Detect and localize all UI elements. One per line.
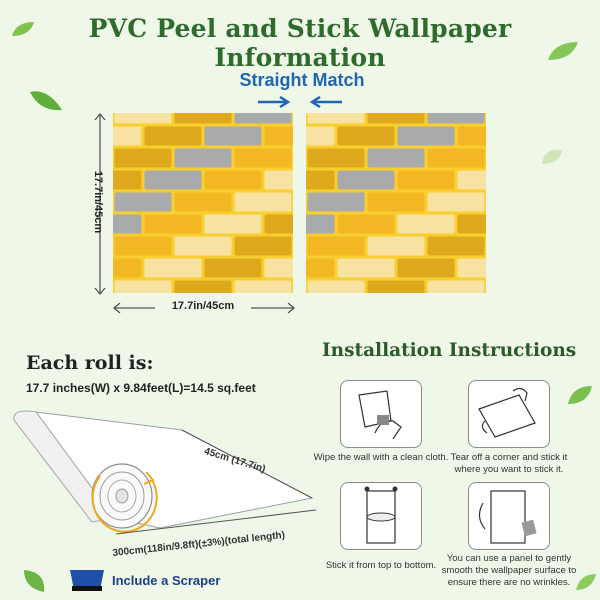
brick xyxy=(427,192,485,212)
brick xyxy=(234,113,292,124)
brick xyxy=(367,236,425,256)
roll-spec-text: 17.7 inches(W) x 9.84feet(L)=14.5 sq.fee… xyxy=(26,381,256,395)
brick xyxy=(234,236,292,256)
height-dimension-line xyxy=(94,112,106,296)
brick xyxy=(367,148,425,168)
roll-section-heading: Each roll is: xyxy=(26,352,154,374)
brick xyxy=(307,113,365,124)
wallpaper-roll-illustration xyxy=(13,410,317,535)
brick xyxy=(397,126,455,146)
leaf-decoration-right-mid xyxy=(542,149,562,164)
brick xyxy=(337,258,395,278)
step-1-text: Wipe the wall with a clean cloth. xyxy=(313,452,449,463)
brick xyxy=(174,280,232,293)
brick xyxy=(307,280,365,293)
page-title: PVC Peel and Stick Wallpaper Information xyxy=(88,14,512,72)
brick xyxy=(306,170,335,190)
match-arrow-right-icon xyxy=(258,96,291,108)
step-2-text: Tear off a corner and stick it where you… xyxy=(450,452,568,475)
brick xyxy=(306,214,335,234)
brick xyxy=(337,214,395,234)
brick-pattern-panel-right xyxy=(306,113,486,293)
step-4-text: You can use a panel to gently smooth the… xyxy=(441,553,577,588)
brick xyxy=(337,170,395,190)
brick xyxy=(144,214,202,234)
brick xyxy=(174,113,232,124)
step-1-illustration xyxy=(340,380,422,448)
brick xyxy=(234,148,292,168)
brick-pattern-panel-left xyxy=(113,113,293,293)
brick xyxy=(427,113,485,124)
brick xyxy=(264,214,293,234)
brick xyxy=(174,148,232,168)
height-dimension-label: 17.7in/45cm xyxy=(92,170,104,234)
brick xyxy=(144,258,202,278)
leaf-decoration-bottom-left xyxy=(24,570,45,592)
brick xyxy=(427,236,485,256)
brick xyxy=(113,258,142,278)
leaf-decoration-top-left xyxy=(12,22,34,36)
brick xyxy=(457,170,486,190)
match-arrow-left-icon xyxy=(309,96,342,108)
step-3-text: Stick it from top to bottom. xyxy=(325,560,437,571)
brick xyxy=(367,280,425,293)
step-2-illustration xyxy=(468,380,550,448)
brick xyxy=(367,192,425,212)
brick xyxy=(367,113,425,124)
brick xyxy=(174,236,232,256)
brick xyxy=(114,113,172,124)
brick xyxy=(204,258,262,278)
leaf-decoration-bottom-right xyxy=(576,574,596,590)
brick xyxy=(397,170,455,190)
brick xyxy=(234,192,292,212)
brick xyxy=(204,170,262,190)
brick xyxy=(337,126,395,146)
leaf-decoration-top-right xyxy=(548,42,578,60)
width-dimension-label: 17.7in/45cm xyxy=(155,300,251,312)
brick xyxy=(234,280,292,293)
brick xyxy=(113,170,142,190)
brick xyxy=(114,236,172,256)
installation-heading: Installation Instructions xyxy=(322,340,577,361)
straight-match-label: Straight Match xyxy=(239,70,365,90)
brick xyxy=(307,236,365,256)
leaf-decoration-right-low xyxy=(568,386,592,404)
brick xyxy=(144,126,202,146)
brick xyxy=(457,126,486,146)
brick xyxy=(144,170,202,190)
brick xyxy=(264,170,293,190)
brick xyxy=(264,258,293,278)
brick xyxy=(264,126,293,146)
brick xyxy=(307,148,365,168)
brick xyxy=(457,258,486,278)
scraper-icon xyxy=(70,570,104,591)
step-3-illustration xyxy=(340,482,422,550)
brick xyxy=(113,214,142,234)
brick xyxy=(114,148,172,168)
brick xyxy=(397,214,455,234)
brick xyxy=(427,148,485,168)
brick xyxy=(114,280,172,293)
brick xyxy=(174,192,232,212)
step-4-illustration xyxy=(468,482,550,550)
brick xyxy=(306,258,335,278)
brick xyxy=(204,126,262,146)
brick xyxy=(427,280,485,293)
brick xyxy=(457,214,486,234)
brick xyxy=(307,192,365,212)
scraper-label: Include a Scraper xyxy=(112,573,221,588)
brick xyxy=(397,258,455,278)
brick xyxy=(204,214,262,234)
brick xyxy=(113,126,142,146)
leaf-decoration-left xyxy=(30,91,62,111)
brick xyxy=(114,192,172,212)
brick xyxy=(306,126,335,146)
